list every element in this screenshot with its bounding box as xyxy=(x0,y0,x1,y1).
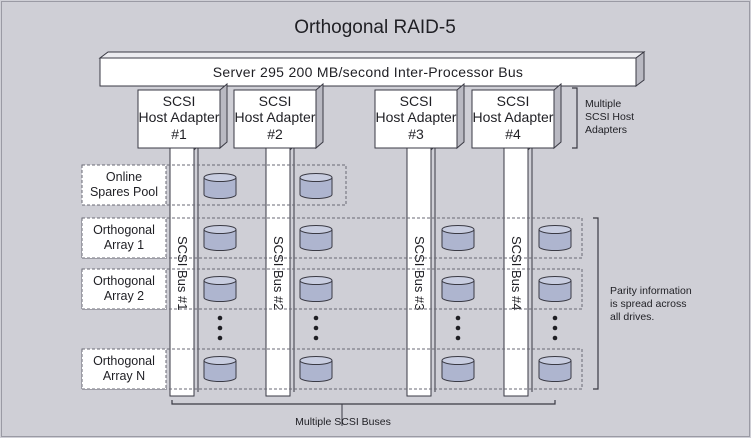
disk-drive-icon xyxy=(203,225,237,251)
host-adapters-note-line3: Adapters xyxy=(585,124,627,136)
row-spares-pool-line2: Spares Pool xyxy=(90,185,158,199)
ellipsis-dot-icon xyxy=(552,315,558,321)
ellipsis-dot-icon xyxy=(455,325,461,331)
host-adapters-bracket-icon xyxy=(572,87,578,149)
host-adapter-2-line3: #2 xyxy=(267,126,283,142)
row-array-2-line2: Array 2 xyxy=(104,289,144,303)
scsi-buses-bracket-icon xyxy=(171,400,556,405)
scsi-bus-4: SCSI Bus #4 xyxy=(503,145,533,397)
parity-bracket-icon xyxy=(593,217,599,390)
disk-drive-icon xyxy=(299,276,333,302)
disk-drive-icon xyxy=(203,276,237,302)
ellipsis-dot-icon xyxy=(217,335,223,341)
host-adapter-2-line2: Host Adapter xyxy=(235,109,316,125)
row-array-n-line2: Array N xyxy=(103,369,145,383)
scsi-bus-1-label: SCSI Bus #1 xyxy=(175,236,190,310)
host-adapter-4-line3: #4 xyxy=(505,126,521,142)
host-adapter-4: SCSI Host Adapter #4 xyxy=(471,82,562,150)
ellipsis-dot-icon xyxy=(455,315,461,321)
ellipsis-dot-icon xyxy=(313,315,319,321)
ellipsis-dot-icon xyxy=(313,325,319,331)
host-adapters-note-line1: Multiple xyxy=(585,98,621,110)
inter-processor-bus: Server 295 200 MB/second Inter-Processor… xyxy=(98,51,646,87)
scsi-bus-1: SCSI Bus #1 xyxy=(169,145,199,397)
disk-drives xyxy=(203,173,572,382)
row-array-1-line2: Array 1 xyxy=(104,238,144,252)
host-adapter-4-line1: SCSI xyxy=(497,93,530,109)
disk-drive-icon xyxy=(441,276,475,302)
host-adapter-2: SCSI Host Adapter #2 xyxy=(233,82,324,150)
host-adapter-4-line2: Host Adapter xyxy=(473,109,554,125)
disk-drive-icon xyxy=(299,356,333,382)
scsi-bus-4-label: SCSI Bus #4 xyxy=(509,236,524,310)
ellipsis-dot-icon xyxy=(455,335,461,341)
row-array-1-line1: Orthogonal xyxy=(93,223,155,237)
row-array-2-line1: Orthogonal xyxy=(93,274,155,288)
host-adapter-3-line3: #3 xyxy=(408,126,424,142)
row-array-2: Orthogonal Array 2 xyxy=(81,268,583,310)
ellipsis-dot-icon xyxy=(552,335,558,341)
disk-drive-icon xyxy=(538,276,572,302)
disk-drive-icon xyxy=(203,173,237,199)
scsi-bus-2-label: SCSI Bus #2 xyxy=(271,236,286,310)
diagram-title: Orthogonal RAID-5 xyxy=(294,17,456,38)
row-array-n-line1: Orthogonal xyxy=(93,354,155,368)
parity-note-line2: is spread across xyxy=(610,298,686,310)
host-adapter-1-line1: SCSI xyxy=(163,93,196,109)
row-array-n: Orthogonal Array N xyxy=(81,348,583,390)
host-adapter-3: SCSI Host Adapter #3 xyxy=(374,82,465,150)
scsi-bus-3: SCSI Bus #3 xyxy=(406,145,436,397)
row-array-1: Orthogonal Array 1 xyxy=(81,217,583,259)
row-spares-pool-line1: Online xyxy=(106,170,142,184)
ellipsis-dot-icon xyxy=(217,325,223,331)
host-adapter-2-line1: SCSI xyxy=(259,93,292,109)
parity-note-line1: Parity information xyxy=(610,285,692,297)
disk-drive-icon xyxy=(441,356,475,382)
inter-processor-bus-label: Server 295 200 MB/second Inter-Processor… xyxy=(213,64,523,80)
disk-drive-icon xyxy=(203,356,237,382)
disk-drive-icon xyxy=(441,225,475,251)
ellipsis-dot-icon xyxy=(552,325,558,331)
scsi-bus-3-label: SCSI Bus #3 xyxy=(412,236,427,310)
ellipsis-dot-icon xyxy=(217,315,223,321)
disk-drive-icon xyxy=(299,173,333,199)
parity-note-line3: all drives. xyxy=(610,311,654,323)
scsi-bus-2: SCSI Bus #2 xyxy=(265,145,295,397)
ellipsis-dots xyxy=(217,315,558,341)
host-adapters-note-line2: SCSI Host xyxy=(585,111,634,123)
scsi-buses-caption: Multiple SCSI Buses xyxy=(295,416,391,428)
row-spares-pool: Online Spares Pool xyxy=(81,164,347,206)
ellipsis-dot-icon xyxy=(313,335,319,341)
host-adapter-1: SCSI Host Adapter #1 xyxy=(137,82,228,150)
host-adapter-1-line3: #1 xyxy=(171,126,187,142)
host-adapter-1-line2: Host Adapter xyxy=(139,109,220,125)
disk-drive-icon xyxy=(299,225,333,251)
host-adapter-3-line1: SCSI xyxy=(400,93,433,109)
disk-drive-icon xyxy=(538,356,572,382)
disk-drive-icon xyxy=(538,225,572,251)
host-adapter-3-line2: Host Adapter xyxy=(376,109,457,125)
